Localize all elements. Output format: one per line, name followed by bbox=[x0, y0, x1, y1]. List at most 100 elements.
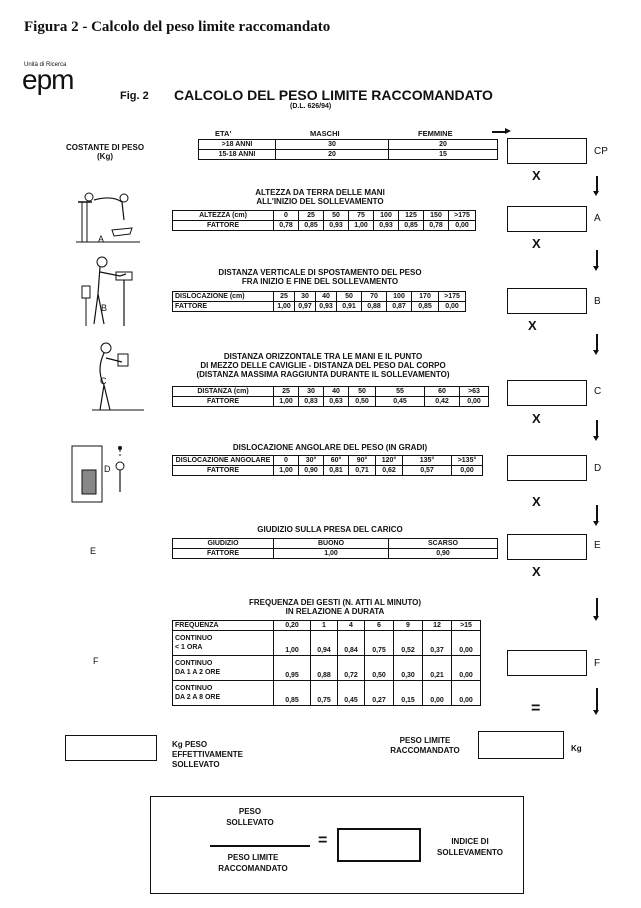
table-cell: >175 bbox=[438, 291, 466, 302]
figure-c-letter: C bbox=[100, 376, 107, 386]
table-cell: 0,93 bbox=[315, 301, 337, 312]
c-caption-1: DISTANZA ORIZZONTALE TRA LE MANI E IL PU… bbox=[223, 352, 423, 361]
c-table: DISTANZA (cm) 25 30 40 50 55 60 >63 FATT… bbox=[172, 386, 489, 407]
recommended-weight-input-box[interactable] bbox=[478, 731, 564, 759]
b-caption: DISTANZA VERTICALE DI SPOSTAMENTO DEL PE… bbox=[190, 268, 450, 286]
table-cell: 0,00 bbox=[451, 680, 481, 706]
table-cell: 0,93 bbox=[373, 220, 399, 231]
table-row: FREQUENZA 0,20 1 4 6 9 12 >15 bbox=[172, 620, 481, 631]
c-input-box[interactable] bbox=[507, 380, 587, 406]
f-row-label: CONTINUO bbox=[175, 685, 213, 692]
f-table: FREQUENZA 0,20 1 4 6 9 12 >15 CONTINUO< … bbox=[172, 620, 481, 706]
cp-label-2: (Kg) bbox=[97, 152, 113, 161]
table-cell: 0,50 bbox=[348, 396, 376, 407]
recommended-line-2: RACCOMANDATO bbox=[390, 746, 460, 755]
table-cell: 20 bbox=[388, 139, 498, 150]
right-arrow-icon bbox=[492, 131, 506, 133]
table-cell: 0,00 bbox=[422, 680, 452, 706]
table-cell: 25 bbox=[298, 210, 324, 221]
kg-lifted-label: Kg PESO EFFETTIVAMENTE SOLLEVATO bbox=[172, 740, 243, 770]
c-caption-3: (DISTANZA MASSIMA RAGGIUNTA DURANTE IL S… bbox=[196, 370, 450, 379]
table-cell: 90° bbox=[348, 455, 376, 466]
multiply-sign: X bbox=[532, 236, 541, 251]
table-cell: 30 bbox=[298, 386, 324, 397]
subheading: (D.L. 626/94) bbox=[290, 103, 332, 110]
table-cell: 170 bbox=[411, 291, 439, 302]
table-cell: CONTINUO< 1 ORA bbox=[172, 630, 274, 656]
table-cell: 75 bbox=[348, 210, 374, 221]
table-cell: 0,00 bbox=[448, 220, 476, 231]
table-cell: 0,94 bbox=[310, 630, 338, 656]
down-arrow-icon bbox=[593, 250, 599, 271]
worker-figure-c bbox=[92, 342, 144, 411]
table-row: FATTORE 0,78 0,85 0,93 1,00 0,93 0,85 0,… bbox=[172, 220, 476, 231]
table-row: 15-18 ANNI 20 15 bbox=[198, 149, 498, 160]
table-cell: 0,83 bbox=[298, 396, 324, 407]
table-cell: 30 bbox=[275, 139, 389, 150]
d-caption: DISLOCAZIONE ANGOLARE DEL PESO (IN GRADI… bbox=[232, 443, 428, 452]
kg-lifted-input-box[interactable] bbox=[65, 735, 157, 761]
f-row-sublabel: DA 2 A 8 ORE bbox=[175, 694, 221, 701]
table-cell: >175 bbox=[448, 210, 476, 221]
table-row: FATTORE 1,00 0,83 0,63 0,50 0,45 0,42 0,… bbox=[172, 396, 489, 407]
table-cell: ALTEZZA (cm) bbox=[172, 210, 274, 221]
table-cell: 0,50 bbox=[364, 655, 394, 681]
index-result-box[interactable] bbox=[337, 828, 421, 862]
table-cell: 6 bbox=[364, 620, 394, 631]
table-cell: 0,78 bbox=[273, 220, 299, 231]
b-table: DISLOCAZIONE (cm) 25 30 40 50 70 100 170… bbox=[172, 291, 466, 312]
table-cell: FATTORE bbox=[172, 548, 274, 559]
cp-letter: CP bbox=[594, 146, 608, 157]
index-result-1: INDICE DI bbox=[451, 837, 489, 846]
table-cell: 0,45 bbox=[337, 680, 365, 706]
down-arrow-icon bbox=[593, 176, 599, 196]
table-row: DISLOCAZIONE (cm) 25 30 40 50 70 100 170… bbox=[172, 291, 466, 302]
table-cell: 0,71 bbox=[348, 465, 376, 476]
table-cell: 0,93 bbox=[323, 220, 349, 231]
f-row-label: CONTINUO bbox=[175, 635, 213, 642]
table-row: CONTINUO< 1 ORA 1,00 0,94 0,84 0,75 0,52… bbox=[172, 630, 481, 656]
down-arrow-icon bbox=[593, 334, 599, 355]
fraction-bar bbox=[210, 845, 310, 847]
index-result-2: SOLLEVAMENTO bbox=[437, 848, 503, 857]
table-cell: 0,85 bbox=[398, 220, 424, 231]
table-cell: 0,15 bbox=[393, 680, 423, 706]
table-cell: 1 bbox=[310, 620, 338, 631]
table-cell: 0,88 bbox=[310, 655, 338, 681]
b-caption-1: DISTANZA VERTICALE DI SPOSTAMENTO DEL PE… bbox=[218, 268, 422, 277]
table-row: DISTANZA (cm) 25 30 40 50 55 60 >63 bbox=[172, 386, 489, 397]
table-cell: 0,45 bbox=[375, 396, 425, 407]
table-cell: 1,00 bbox=[273, 301, 295, 312]
d-input-box[interactable] bbox=[507, 455, 587, 481]
table-cell: 0,95 bbox=[273, 655, 311, 681]
table-cell: 15-18 ANNI bbox=[198, 149, 276, 160]
table-cell: DISLOCAZIONE ANGOLARE bbox=[172, 455, 274, 466]
kg-lifted-line-3: SOLLEVATO bbox=[172, 760, 220, 769]
figure-a-letter: A bbox=[98, 234, 105, 244]
table-cell: 0 bbox=[273, 210, 299, 221]
cp-input-box[interactable] bbox=[507, 138, 587, 164]
table-cell: 1,00 bbox=[273, 548, 389, 559]
table-cell: 0,91 bbox=[336, 301, 362, 312]
b-input-box[interactable] bbox=[507, 288, 587, 314]
f-row-sublabel: DA 1 A 2 ORE bbox=[175, 669, 221, 676]
table-cell: 0,00 bbox=[451, 630, 481, 656]
index-denominator-2: RACCOMANDATO bbox=[218, 864, 288, 873]
a-caption: ALTEZZA DA TERRA DELLE MANI ALL'INIZIO D… bbox=[200, 188, 440, 206]
f-caption-1: FREQUENZA DEI GESTI (N. ATTI AL MINUTO) bbox=[249, 598, 421, 607]
e-input-box[interactable] bbox=[507, 534, 587, 560]
a-input-box[interactable] bbox=[507, 206, 587, 232]
d-letter: D bbox=[594, 463, 602, 474]
f-input-box[interactable] bbox=[507, 650, 587, 676]
f-letter: F bbox=[594, 658, 601, 669]
e-letter: E bbox=[594, 540, 601, 551]
table-cell: 0,20 bbox=[273, 620, 311, 631]
e-caption: GIUDIZIO SULLA PRESA DEL CARICO bbox=[257, 525, 403, 534]
table-cell: 120° bbox=[375, 455, 403, 466]
recommended-line-1: PESO LIMITE bbox=[399, 736, 451, 745]
kg-lifted-line-2: EFFETTIVAMENTE bbox=[172, 750, 243, 759]
f-caption-2: IN RELAZIONE A DURATA bbox=[285, 607, 385, 616]
table-cell: 0,00 bbox=[459, 396, 489, 407]
table-cell: 30 bbox=[294, 291, 316, 302]
